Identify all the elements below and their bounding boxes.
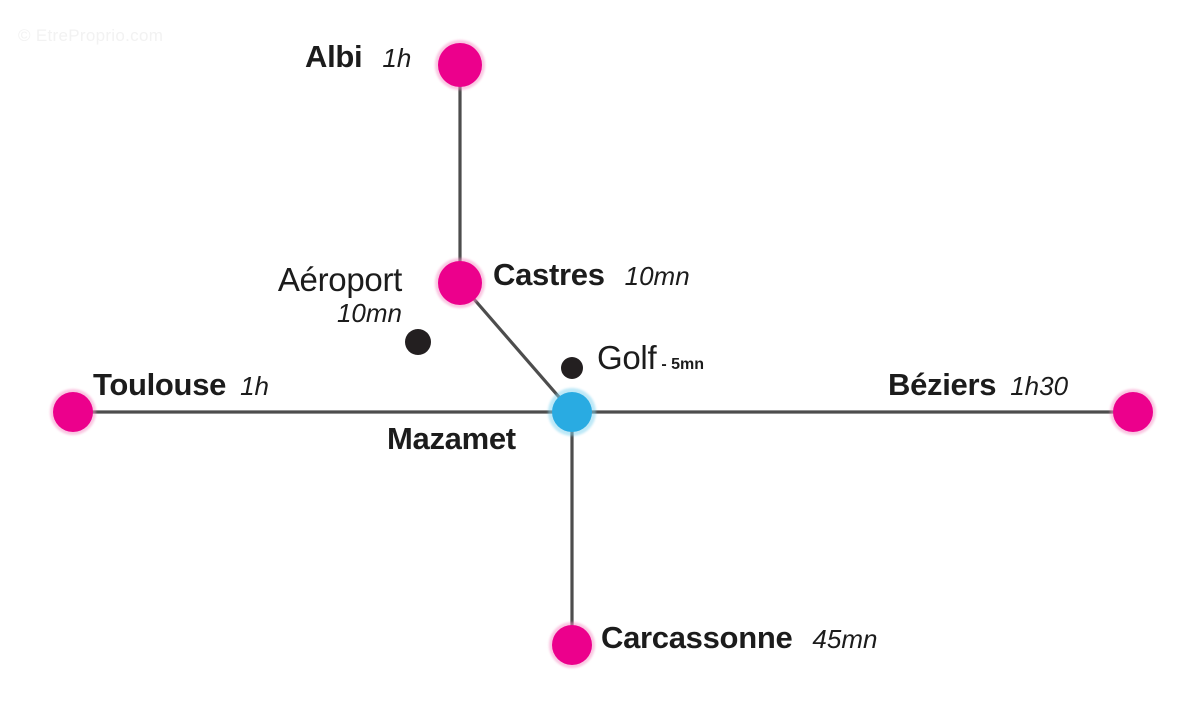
node-beziers — [1113, 392, 1153, 432]
label-aeroport-time: 10mn — [336, 297, 402, 328]
node-albi — [438, 43, 482, 87]
node-castres — [438, 261, 482, 305]
label-mazamet-name: Mazamet — [387, 421, 516, 456]
route-lines — [73, 65, 1133, 645]
label-beziers: Béziers 1h30 — [888, 367, 1069, 402]
label-carcassonne: Carcassonne 45mn — [601, 620, 878, 655]
label-golf: Golf- 5mn — [597, 339, 704, 376]
label-castres-time: 10mn — [624, 261, 690, 291]
label-beziers-time: 1h30 — [1010, 371, 1069, 401]
label-albi: Albi 1h — [305, 39, 412, 74]
route-castres-mazamet — [458, 281, 574, 414]
node-aeroport — [405, 329, 431, 355]
label-castres-name: Castres — [493, 257, 605, 292]
label-aeroport-name: Aéroport — [277, 261, 402, 298]
watermark: © EtreProprio.com — [18, 26, 164, 45]
label-carcassonne-name: Carcassonne — [601, 620, 793, 655]
label-mazamet: Mazamet — [387, 421, 516, 456]
node-golf — [561, 357, 583, 379]
label-castres: Castres 10mn — [493, 257, 690, 292]
node-carcassonne — [552, 625, 592, 665]
node-toulouse — [53, 392, 93, 432]
label-golf-time: - 5mn — [661, 356, 704, 373]
label-carcassonne-time: 45mn — [812, 624, 878, 654]
label-toulouse: Toulouse 1h — [93, 367, 269, 402]
label-albi-time: 1h — [382, 43, 412, 73]
destination-nodes[interactable] — [53, 43, 1153, 665]
label-albi-name: Albi — [305, 39, 363, 74]
node-mazamet — [552, 392, 592, 432]
label-golf-name: Golf — [597, 339, 657, 376]
label-beziers-name: Béziers — [888, 367, 997, 402]
label-toulouse-time: 1h — [240, 371, 269, 401]
label-toulouse-name: Toulouse — [93, 367, 227, 402]
